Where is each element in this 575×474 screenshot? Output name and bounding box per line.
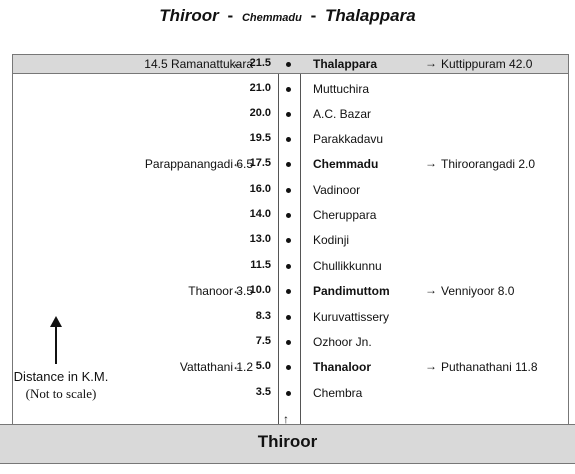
stop-dot-icon [286,289,291,294]
frame-left-line [12,54,13,424]
stop-row: 14.0 Cheruppara [0,208,575,224]
stop-dot-icon [286,238,291,243]
road-left-edge [278,74,279,424]
stop-name: Thanaloor [313,360,372,374]
stop-row: 10.0 Pandimuttom Thanoor 3.5← → Venniyoor 8.… [0,283,575,300]
stop-name: Chemmadu [313,157,379,171]
stop-dot-icon [286,87,291,92]
stop-name: Kodinji [313,233,350,247]
stop-dot-icon [286,137,291,142]
title-separator: - [227,6,234,25]
stop-name: A.C. Bazar [313,107,372,121]
arrow-left-icon: ← [232,359,244,373]
stop-row: 21.5 Thalappara 14.5 Ramanattukara← → Kuttip… [0,56,575,73]
title-via: Chemmadu [241,12,302,24]
base-arrow-icon: ↑ [283,412,289,426]
stop-name: Parakkadavu [313,132,384,146]
stop-distance: 14.0 [249,208,271,220]
branch-left-label: Thanoor 3.5 [188,284,253,298]
stop-distance: 20.0 [249,107,271,119]
stop-distance: 5.0 [255,360,271,372]
stop-name: Pandimuttom [313,284,390,298]
stop-dot-icon [286,365,291,370]
stop-name: Chembra [313,386,363,400]
up-arrow-icon [50,316,62,364]
stop-row: 19.5 Parakkadavu [0,132,575,148]
stop-distance: 21.0 [249,82,271,94]
stop-row: 3.5 Chembra [0,386,575,402]
title-destination: Thalappara [324,6,416,25]
arrow-right-icon: → [425,359,437,373]
stop-name: Muttuchira [313,82,370,96]
stop-distance: 3.5 [255,386,271,398]
stop-distance: 21.5 [249,57,271,69]
stop-row: 7.5 Ozhoor Jn. [0,335,575,351]
stop-name: Kuruvattissery [313,310,390,324]
title-separator: - [310,6,317,25]
title-origin: Thiroor [159,6,219,25]
stop-row: 17.5 Chemmadu Parappanangadi 6.5← → Thiroora… [0,156,575,173]
bottom-band [0,424,575,464]
stop-dot-icon [286,112,291,117]
stop-row: 16.0 Vadinoor [0,183,575,199]
base-station-label: Thiroor [257,432,318,451]
stop-distance: 17.5 [249,157,271,169]
stop-distance: 10.0 [249,284,271,296]
arrow-left-icon: ← [232,156,244,170]
stop-row: 21.0 Muttuchira [0,82,575,98]
arrow-right-icon: → [425,156,437,170]
arrow-left-icon: ← [232,283,244,297]
stop-name: Vadinoor [313,183,361,197]
stop-distance: 13.0 [249,233,271,245]
branch-left-label: 14.5 Ramanattukara [144,57,253,71]
arrow-right-icon: → [425,283,437,297]
diagram-title: Thiroor - Chemmadu - Thalappara [0,6,575,26]
branch-right-label: Thiroorangadi 2.0 [441,157,536,171]
stop-dot-icon [286,391,291,396]
arrow-left-icon: ← [232,56,244,70]
stop-name: Cheruppara [313,208,377,222]
road-right-edge [300,74,301,424]
stop-distance: 8.3 [255,310,271,322]
stop-row: 20.0 A.C. Bazar [0,107,575,123]
branch-left-label: Parappanangadi 6.5 [144,157,253,171]
stop-dot-icon [286,188,291,193]
stop-distance: 11.5 [250,259,271,271]
branch-right-label: Kuttippuram 42.0 [441,57,533,71]
stop-name: Ozhoor Jn. [313,335,372,349]
stop-name: Thalappara [313,57,378,71]
stop-row: 11.5 Chullikkunnu [0,259,575,275]
stop-distance: 19.5 [249,132,271,144]
stop-row: 13.0 Kodinji [0,233,575,249]
scale-note-title: Distance in K.M. [13,369,109,384]
stop-row: 8.3 Kuruvattissery [0,310,575,326]
frame-right-line [568,54,569,424]
branch-left-label: Vattathani 1.2 [179,360,253,374]
stop-dot-icon [286,162,291,167]
stop-dot-icon [286,264,291,269]
arrow-right-icon: → [425,56,437,70]
scale-note: Distance in K.M. (Not to scale) [0,368,122,402]
stop-dot-icon [286,315,291,320]
stop-row: 5.0 Thanaloor Vattathani 1.2← → Puthanathani… [0,359,575,376]
branch-right-label: Puthanathani 11.8 [441,360,538,374]
stop-dot-icon [286,213,291,218]
stop-dot-icon [286,340,291,345]
stop-distance: 16.0 [249,183,271,195]
scale-note-subtitle: (Not to scale) [25,386,97,401]
stop-name: Chullikkunnu [313,259,382,273]
stop-distance: 7.5 [255,335,271,347]
branch-right-label: Venniyoor 8.0 [441,284,515,298]
stop-dot-icon [286,62,291,67]
